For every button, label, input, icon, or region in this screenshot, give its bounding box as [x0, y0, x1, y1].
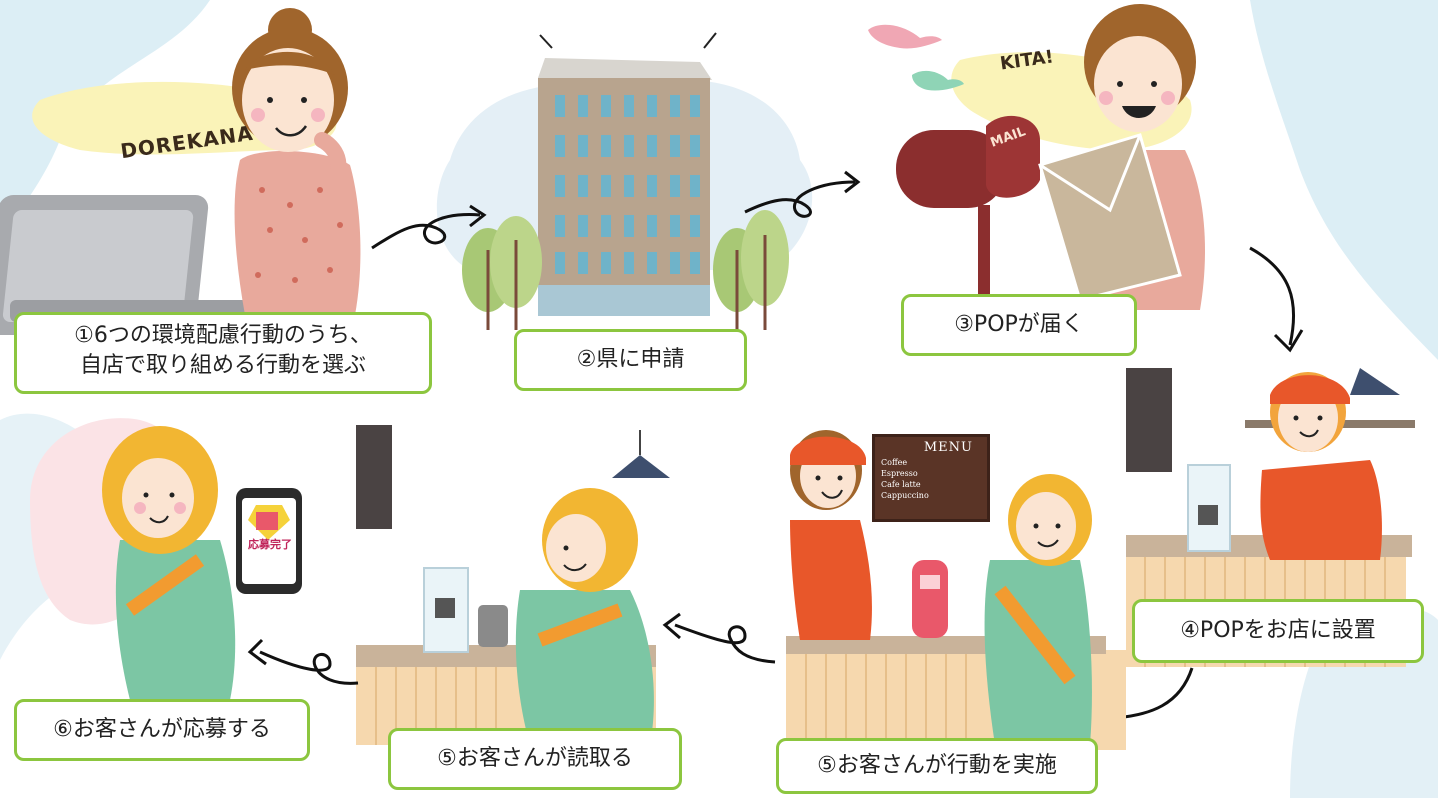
step5b-label: ⑤お客さんが読取る: [437, 746, 633, 771]
step3-box: ③POPが届く: [901, 294, 1137, 356]
step2-label: ②県に申請: [576, 347, 685, 372]
menu-title: MENU: [923, 440, 973, 455]
step2-scene: [462, 32, 789, 330]
step6-label: ⑥お客さんが応募する: [53, 717, 271, 742]
step1-line2: 自店で取り組める行動を選ぶ: [79, 353, 366, 378]
step2-box: ②県に申請: [514, 329, 747, 391]
menu-item: Coffee: [881, 458, 908, 467]
phone-screen-text: 応募完了: [248, 538, 292, 551]
step5b-scene: [356, 425, 670, 745]
step1-line1: ①6つの環境配慮行動のうち、: [74, 323, 372, 348]
menu-item: Cappuccino: [881, 491, 929, 500]
step1-box: ①6つの環境配慮行動のうち、 自店で取り組める行動を選ぶ: [14, 312, 432, 394]
step5b-box: ⑤お客さんが読取る: [388, 728, 682, 790]
step5a-label: ⑤お客さんが行動を実施: [817, 753, 1057, 778]
menu-item: Cafe latte: [881, 480, 921, 489]
step3-label: ③POPが届く: [954, 312, 1084, 337]
step5a-scene: [786, 430, 1126, 750]
menu-board: MENU Coffee Espresso Cafe latte Cappucci…: [872, 434, 990, 522]
step6-scene: [102, 426, 302, 700]
step3-scene: [868, 4, 1205, 315]
step5a-box: ⑤お客さんが行動を実施: [776, 738, 1098, 794]
step4-label: ④POPをお店に設置: [1180, 618, 1376, 643]
menu-item: Espresso: [881, 469, 918, 478]
step1-scene: [0, 8, 361, 335]
step6-box: ⑥お客さんが応募する: [14, 699, 310, 761]
step4-box: ④POPをお店に設置: [1132, 599, 1424, 663]
